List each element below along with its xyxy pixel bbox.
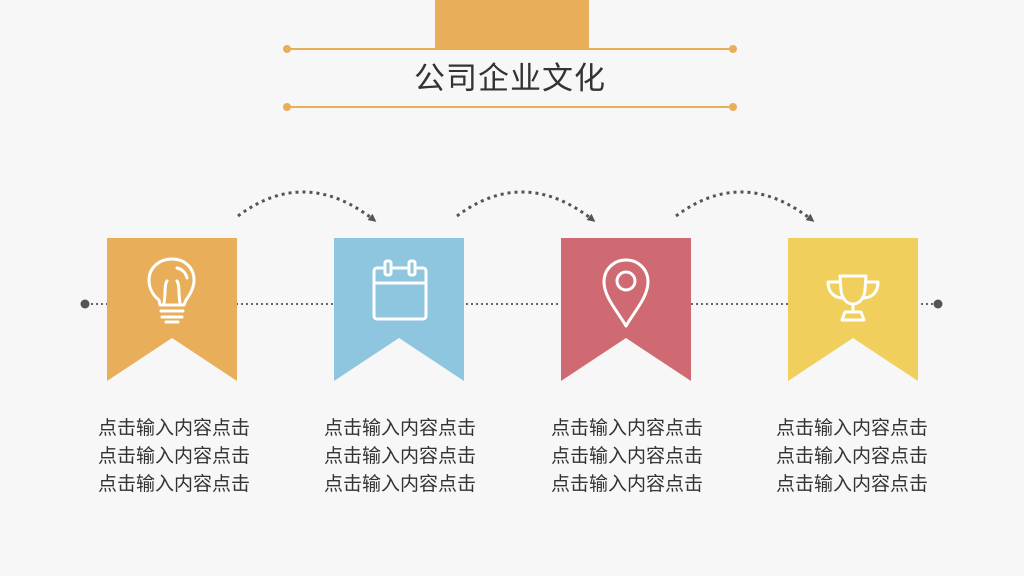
card-text-line: 点击输入内容点击	[97, 473, 250, 495]
card-text-line: 点击输入内容点击	[550, 417, 703, 439]
timeline-end-dot	[933, 299, 943, 309]
trophy-icon	[826, 274, 880, 322]
card-4-text: 点击输入内容点击 点击输入内容点击 点击输入内容点击	[752, 414, 952, 498]
arrow-1	[237, 190, 377, 222]
rule-dot	[729, 103, 737, 111]
calendar-icon	[372, 259, 428, 321]
arrow-2	[456, 190, 596, 222]
rule-dot	[283, 45, 291, 53]
rule-dot	[729, 45, 737, 53]
card-text-line: 点击输入内容点击	[775, 445, 928, 467]
card-text-line: 点击输入内容点击	[550, 473, 703, 495]
card-1-text: 点击输入内容点击 点击输入内容点击 点击输入内容点击	[74, 414, 274, 498]
timeline-start-dot	[80, 299, 90, 309]
lightbulb-icon	[147, 257, 196, 324]
card-text-line: 点击输入内容点击	[550, 445, 703, 467]
card-text-line: 点击输入内容点击	[775, 417, 928, 439]
card-3-text: 点击输入内容点击 点击输入内容点击 点击输入内容点击	[527, 414, 727, 498]
card-text-line: 点击输入内容点击	[97, 445, 250, 467]
card-4-banner	[788, 238, 918, 381]
card-text-line: 点击输入内容点击	[323, 445, 476, 467]
rule-dot	[283, 103, 291, 111]
card-3-banner	[561, 238, 691, 381]
card-text-line: 点击输入内容点击	[97, 417, 250, 439]
page-title: 公司企业文化	[414, 61, 606, 97]
header-tab	[435, 0, 589, 49]
card-text-line: 点击输入内容点击	[775, 473, 928, 495]
title-rule-top	[283, 45, 737, 53]
card-2-text: 点击输入内容点击 点击输入内容点击 点击输入内容点击	[300, 414, 500, 498]
card-text-line: 点击输入内容点击	[323, 473, 476, 495]
arrow-3	[675, 190, 815, 222]
card-1-banner	[107, 238, 237, 381]
location-pin-icon	[602, 258, 650, 328]
card-2-banner	[334, 238, 464, 381]
title-rule-bottom	[283, 103, 737, 111]
card-text-line: 点击输入内容点击	[323, 417, 476, 439]
